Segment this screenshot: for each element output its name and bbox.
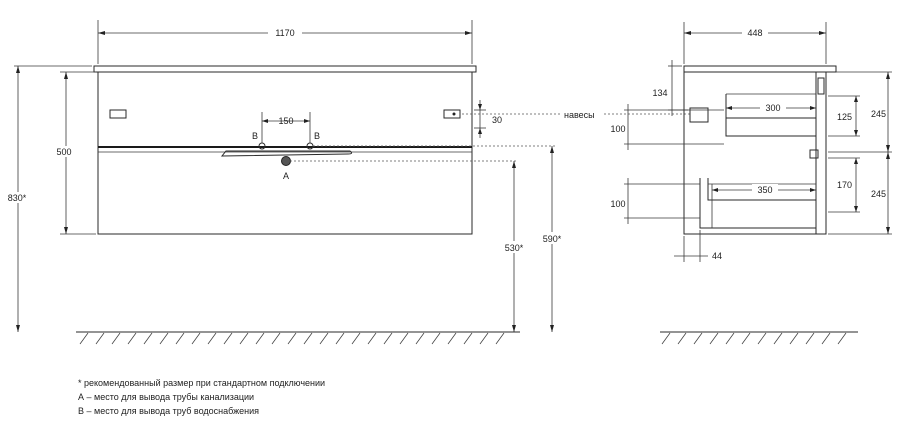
note-recommended: * рекомендованный размер при стандартном…	[78, 378, 326, 388]
dim-245-lower: 245	[871, 189, 886, 199]
front-view: 1170 500 830* 150 B B A 30	[2, 20, 690, 345]
note-drain: А – место для вывода трубы канализации	[78, 392, 255, 402]
side-hinge-icon	[689, 107, 709, 123]
side-cabinet-body	[683, 71, 827, 235]
upper-drawer	[725, 94, 817, 137]
dim-134: 134	[652, 88, 667, 98]
dim-total-height: 830*	[8, 193, 27, 203]
lower-drawer	[699, 178, 817, 229]
countertop	[93, 65, 477, 73]
drain-point-icon	[281, 156, 291, 166]
label-b-right: B	[314, 131, 320, 141]
side-view: 448 134 300 100 125 245	[610, 22, 892, 345]
floor-hatch-side	[661, 332, 847, 345]
dim-depth: 448	[747, 28, 762, 38]
dim-170: 170	[837, 180, 852, 190]
dim-hinge-offset: 30	[492, 115, 502, 125]
hinge-left-icon	[109, 109, 127, 119]
floor-hatch-front	[79, 332, 505, 345]
dim-body-height: 500	[56, 147, 71, 157]
dim-drain-height: 530*	[505, 243, 524, 253]
dim-tap-spacing: 150	[278, 116, 293, 126]
hinge-right-icon	[443, 109, 461, 119]
label-hinges: навесы	[564, 110, 595, 120]
dim-width-front: 1170	[275, 28, 294, 38]
dim-245-upper: 245	[871, 109, 886, 119]
label-b-left: B	[252, 131, 258, 141]
drawer-handle	[220, 150, 353, 157]
note-supply: В – место для вывода труб водоснабжения	[78, 406, 260, 416]
dim-125: 125	[837, 112, 852, 122]
dim-100-lower: 100	[610, 199, 625, 209]
dim-350: 350	[757, 185, 772, 195]
dim-supply-height: 590*	[543, 234, 562, 244]
label-a: A	[283, 171, 289, 181]
dim-300: 300	[765, 103, 780, 113]
dim-100-upper: 100	[610, 124, 625, 134]
legend-notes: * рекомендованный размер при стандартном…	[78, 376, 325, 418]
cabinet-body	[97, 71, 473, 235]
side-countertop	[683, 65, 837, 73]
dim-44: 44	[712, 251, 722, 261]
